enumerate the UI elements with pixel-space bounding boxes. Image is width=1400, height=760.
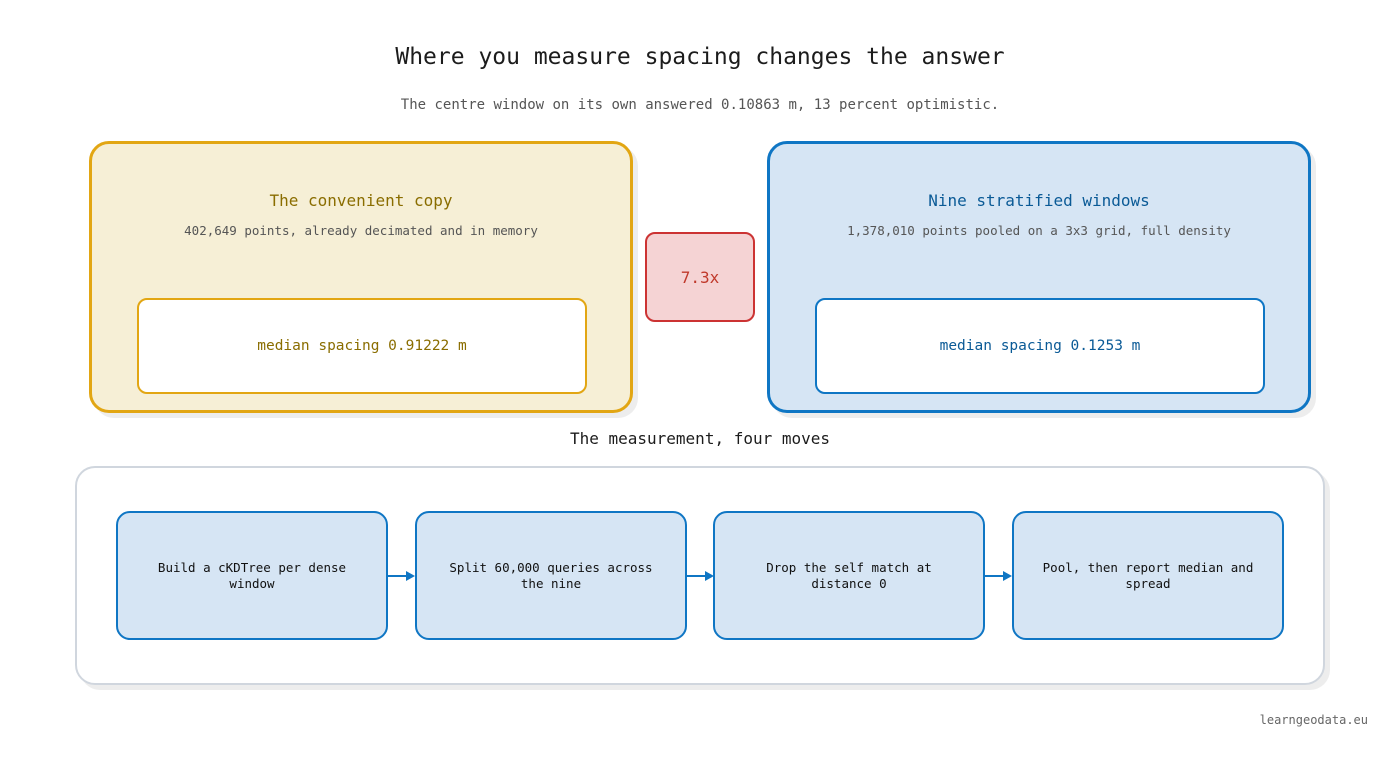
arrow-right-icon [687,571,714,581]
footer-credit: learngeodata.eu [1259,713,1368,727]
arrow-right-icon [985,571,1012,581]
diagram-subtitle: The centre window on its own answered 0.… [400,97,1000,113]
stratified-windows-result-box: median spacing 0.1253 m [815,298,1265,394]
flow-step-3-text: Drop the self match at distance 0 [766,559,932,591]
flow-step-4-text: Pool, then report median and spread [1042,559,1254,591]
ratio-value: 7.3x [680,267,720,287]
stratified-windows-description: 1,378,010 points pooled on a 3x3 grid, f… [847,223,1231,238]
flow-step-1-text: Build a cKDTree per dense window [157,559,347,591]
arrow-right-icon [388,571,415,581]
diagram-title: Where you measure spacing changes the an… [395,44,1005,70]
flow-step-3: Drop the self match at distance 0 [713,511,985,640]
stratified-windows-result: median spacing 0.1253 m [939,338,1141,354]
stratified-windows-panel: Nine stratified windows 1,378,010 points… [767,141,1311,413]
convenient-copy-heading: The convenient copy [269,191,453,210]
stratified-windows-heading: Nine stratified windows [928,191,1150,210]
flow-section-label: The measurement, four moves [569,429,831,448]
convenient-copy-description: 402,649 points, already decimated and in… [184,223,538,238]
flow-step-2: Split 60,000 queries across the nine [415,511,687,640]
convenient-copy-result-box: median spacing 0.91222 m [137,298,587,394]
convenient-copy-result: median spacing 0.91222 m [257,338,467,354]
flow-step-2-text: Split 60,000 queries across the nine [449,559,653,591]
flow-step-1: Build a cKDTree per dense window [116,511,388,640]
convenient-copy-panel: The convenient copy 402,649 points, alre… [89,141,633,413]
ratio-badge: 7.3x [645,232,755,322]
flow-step-4: Pool, then report median and spread [1012,511,1284,640]
